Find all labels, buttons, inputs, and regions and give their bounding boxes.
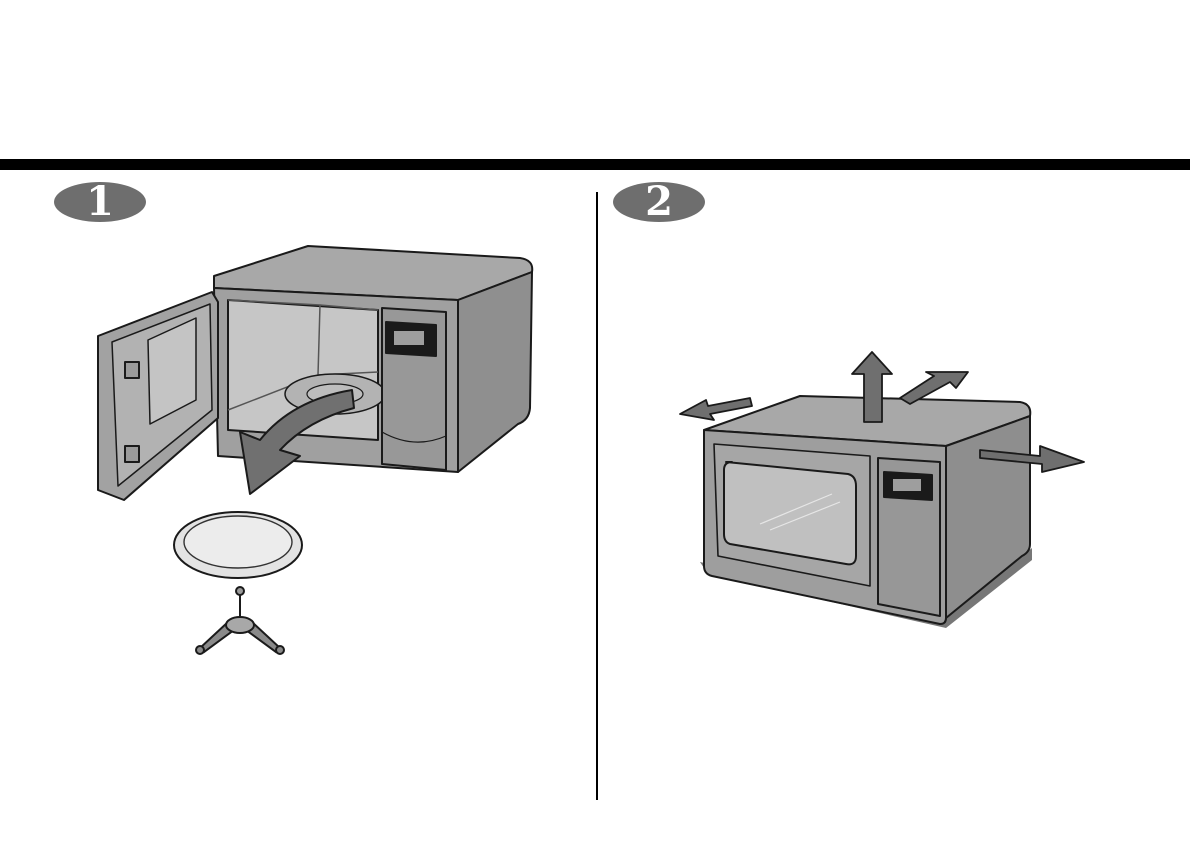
- door-hinge-top: [125, 362, 139, 378]
- glass-tray: [174, 512, 302, 578]
- open-microwave: [98, 246, 532, 500]
- step-2-illustration: [600, 0, 1190, 850]
- door-hinge-bottom: [125, 446, 139, 462]
- step-1-illustration: [0, 0, 600, 850]
- roller-support: [196, 587, 284, 654]
- closed-microwave: [704, 396, 1030, 624]
- microwave-side: [458, 272, 532, 472]
